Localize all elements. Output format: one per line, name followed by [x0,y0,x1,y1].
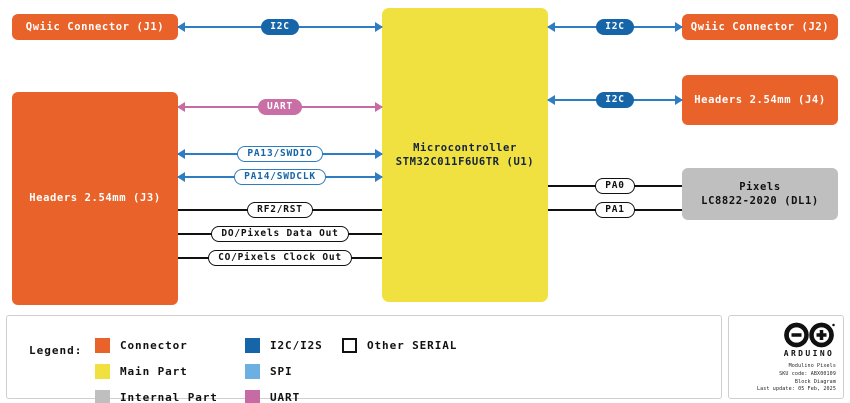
arduino-infinity-icon [784,322,835,348]
meta-last-update: Last update: 05 Feb, 2025 [756,386,836,393]
connection-u1-dl1-pa1: PA1 [548,200,682,220]
signal-label-pixels-data-out[interactable]: DO/Pixels Data Out [211,225,349,243]
legend-column-parts: Connector Main Part Internal Part [95,334,218,403]
connection-u1-dl1-pa0: PA0 [548,176,682,196]
legend-label-internal-part: Internal Part [120,390,218,403]
block-microcontroller-u1[interactable]: Microcontroller STM32C011F6U6TR (U1) [382,8,548,302]
arrow-left-icon [547,95,555,105]
arrow-right-icon [375,172,383,182]
connection-j1-u1-i2c: I2C [177,17,383,37]
arrow-left-icon [177,149,185,159]
legend-column-buses: I2C/I2S SPI UART [245,334,323,403]
legend-swatch-connector [95,337,110,353]
signal-label-rf2-rst[interactable]: RF2/RST [247,201,313,219]
meta-product: Modulino Pixels [788,363,836,369]
legend-item-uart: UART [245,386,323,403]
meta-sku: SKU code: ABX00109 [779,370,836,377]
connection-j3-u1-data-out: DO/Pixels Data Out [178,224,382,244]
arrow-left-icon [177,102,185,112]
arrow-right-icon [375,102,383,112]
block-qwiic-connector-j1[interactable]: Qwiic Connector (J1) [12,14,178,40]
block-pixels-dl1[interactable]: Pixels LC8822-2020 (DL1) [682,168,838,220]
arrow-right-icon [675,95,683,105]
arduino-wordmark: ARDUINO [783,349,835,358]
bus-label-i2c[interactable]: I2C [261,18,299,36]
connection-u1-j4-i2c: I2C [547,90,683,110]
connection-j3-u1-uart: UART [177,97,383,117]
legend-swatch-main-part [95,363,110,379]
bus-label-i2c[interactable]: I2C [596,91,634,109]
legend-swatch-other-serial [342,337,357,353]
arrow-right-icon [375,22,383,32]
meta-doc-type: Block Diagram [794,378,836,385]
signal-label-pa1[interactable]: PA1 [595,201,635,219]
arduino-metadata: Modulino Pixels SKU code: ABX00109 Block… [757,363,836,394]
legend-label-other-serial: Other SERIAL [367,338,458,352]
legend-panel: Legend: Connector Main Part Internal Par… [6,315,722,403]
legend-label-i2c: I2C/I2S [270,338,323,352]
block-headers-j4[interactable]: Headers 2.54mm (J4) [682,75,838,125]
legend-title: Legend: [29,344,83,357]
legend-item-i2c: I2C/I2S [245,334,323,356]
arduino-info-card: ARDUINO Modulino Pixels SKU code: ABX001… [728,315,844,399]
arduino-logo: ARDUINO [782,322,836,358]
legend-item-spi: SPI [245,360,323,382]
connection-j3-u1-clock-out: CO/Pixels Clock Out [178,248,382,268]
signal-label-pa0[interactable]: PA0 [595,177,635,195]
legend-swatch-spi [245,363,260,379]
arrow-left-icon [177,22,185,32]
legend-label-main-part: Main Part [120,364,188,378]
arrow-right-icon [675,22,683,32]
block-qwiic-connector-j2[interactable]: Qwiic Connector (J2) [682,14,838,40]
connection-j3-u1-swdio: PA13/SWDIO [177,144,383,164]
legend-item-connector: Connector [95,334,218,356]
legend-swatch-uart [245,389,260,403]
block-headers-j3[interactable]: Headers 2.54mm (J3) [12,92,178,305]
bus-label-i2c[interactable]: I2C [596,18,634,36]
legend-item-main-part: Main Part [95,360,218,382]
bus-label-uart[interactable]: UART [257,98,303,116]
signal-label-pa13-swdio[interactable]: PA13/SWDIO [237,145,323,163]
connection-j3-u1-rst: RF2/RST [178,200,382,220]
legend-label-connector: Connector [120,338,188,352]
legend-label-uart: UART [270,390,301,403]
signal-label-pixels-clock-out[interactable]: CO/Pixels Clock Out [208,249,352,267]
legend-label-spi: SPI [270,364,293,378]
arrow-left-icon [547,22,555,32]
legend-column-other: Other SERIAL [342,334,457,360]
legend-swatch-i2c [245,337,260,353]
signal-label-pa14-swdclk[interactable]: PA14/SWDCLK [234,168,326,186]
legend-item-internal-part: Internal Part [95,386,218,403]
arrow-left-icon [177,172,185,182]
arrow-right-icon [375,149,383,159]
legend-swatch-internal-part [95,389,110,403]
connection-u1-j2-i2c: I2C [547,17,683,37]
connection-j3-u1-swdclk: PA14/SWDCLK [177,167,383,187]
legend-item-other-serial: Other SERIAL [342,334,457,356]
